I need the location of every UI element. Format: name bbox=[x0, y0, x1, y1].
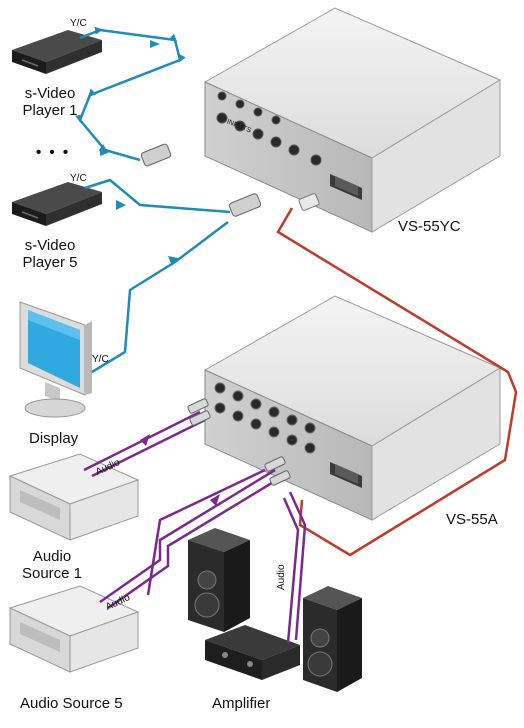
audio-source5-label: Audio Source 5 bbox=[20, 695, 123, 712]
player5-label-line1: s-Video bbox=[24, 237, 76, 254]
rs232-link-cable bbox=[276, 207, 518, 557]
player5-label-line2: Player 5 bbox=[22, 254, 78, 271]
audio-cable-src5-b bbox=[107, 476, 281, 610]
amplifier bbox=[205, 625, 300, 680]
audio-cables bbox=[83, 410, 307, 644]
video-cable-player1 bbox=[75, 26, 186, 162]
vs55yc-label: VS-55YC bbox=[398, 218, 461, 235]
rs232-cables bbox=[276, 207, 518, 557]
amplifier-label: Amplifier bbox=[212, 695, 271, 712]
vs-55yc-switcher bbox=[203, 7, 502, 233]
audio-plugs bbox=[187, 398, 291, 486]
svideo-plugs bbox=[140, 143, 320, 217]
audio-cable-src5-a bbox=[99, 468, 276, 604]
video-cable-display bbox=[91, 221, 229, 374]
audio-label-amp: Audio bbox=[276, 564, 287, 590]
yc-label-display: Y/C bbox=[92, 354, 109, 365]
yc-label-player1: Y/C bbox=[70, 18, 87, 29]
audio-source1-line1: Audio bbox=[32, 548, 72, 565]
video-arrows bbox=[100, 40, 178, 266]
audio-cable-out-a bbox=[146, 468, 266, 596]
ellipsis-label: • • • bbox=[36, 144, 71, 161]
audio-source-1 bbox=[8, 453, 140, 541]
audio-cable-amp-a bbox=[288, 491, 307, 641]
display-label: Display bbox=[29, 430, 79, 447]
audio-source1-line2: Source 1 bbox=[21, 565, 83, 582]
player1-label-line2: Player 1 bbox=[22, 102, 78, 119]
yc-label-player5: Y/C bbox=[70, 173, 87, 184]
display-monitor bbox=[19, 301, 92, 418]
speaker-left bbox=[188, 528, 250, 632]
svideo-player-5 bbox=[12, 182, 102, 226]
speaker-right bbox=[303, 586, 362, 692]
player1-label-line1: s-Video bbox=[24, 85, 76, 102]
player5-label: s-Video Player 5 bbox=[10, 237, 90, 271]
vs-55a-switcher bbox=[203, 295, 502, 521]
audio-cable-amp-b bbox=[282, 497, 300, 644]
audio-cable-src1-b bbox=[91, 418, 206, 478]
audio-arrows bbox=[140, 434, 220, 506]
video-cable-player5 bbox=[84, 178, 231, 214]
player1-label: s-Video Player 1 bbox=[10, 85, 90, 119]
svideo-player-1 bbox=[12, 30, 102, 74]
audio-source1-label: Audio Source 1 bbox=[16, 548, 88, 582]
video-cables bbox=[75, 26, 231, 374]
vs55a-label: VS-55A bbox=[446, 511, 498, 528]
